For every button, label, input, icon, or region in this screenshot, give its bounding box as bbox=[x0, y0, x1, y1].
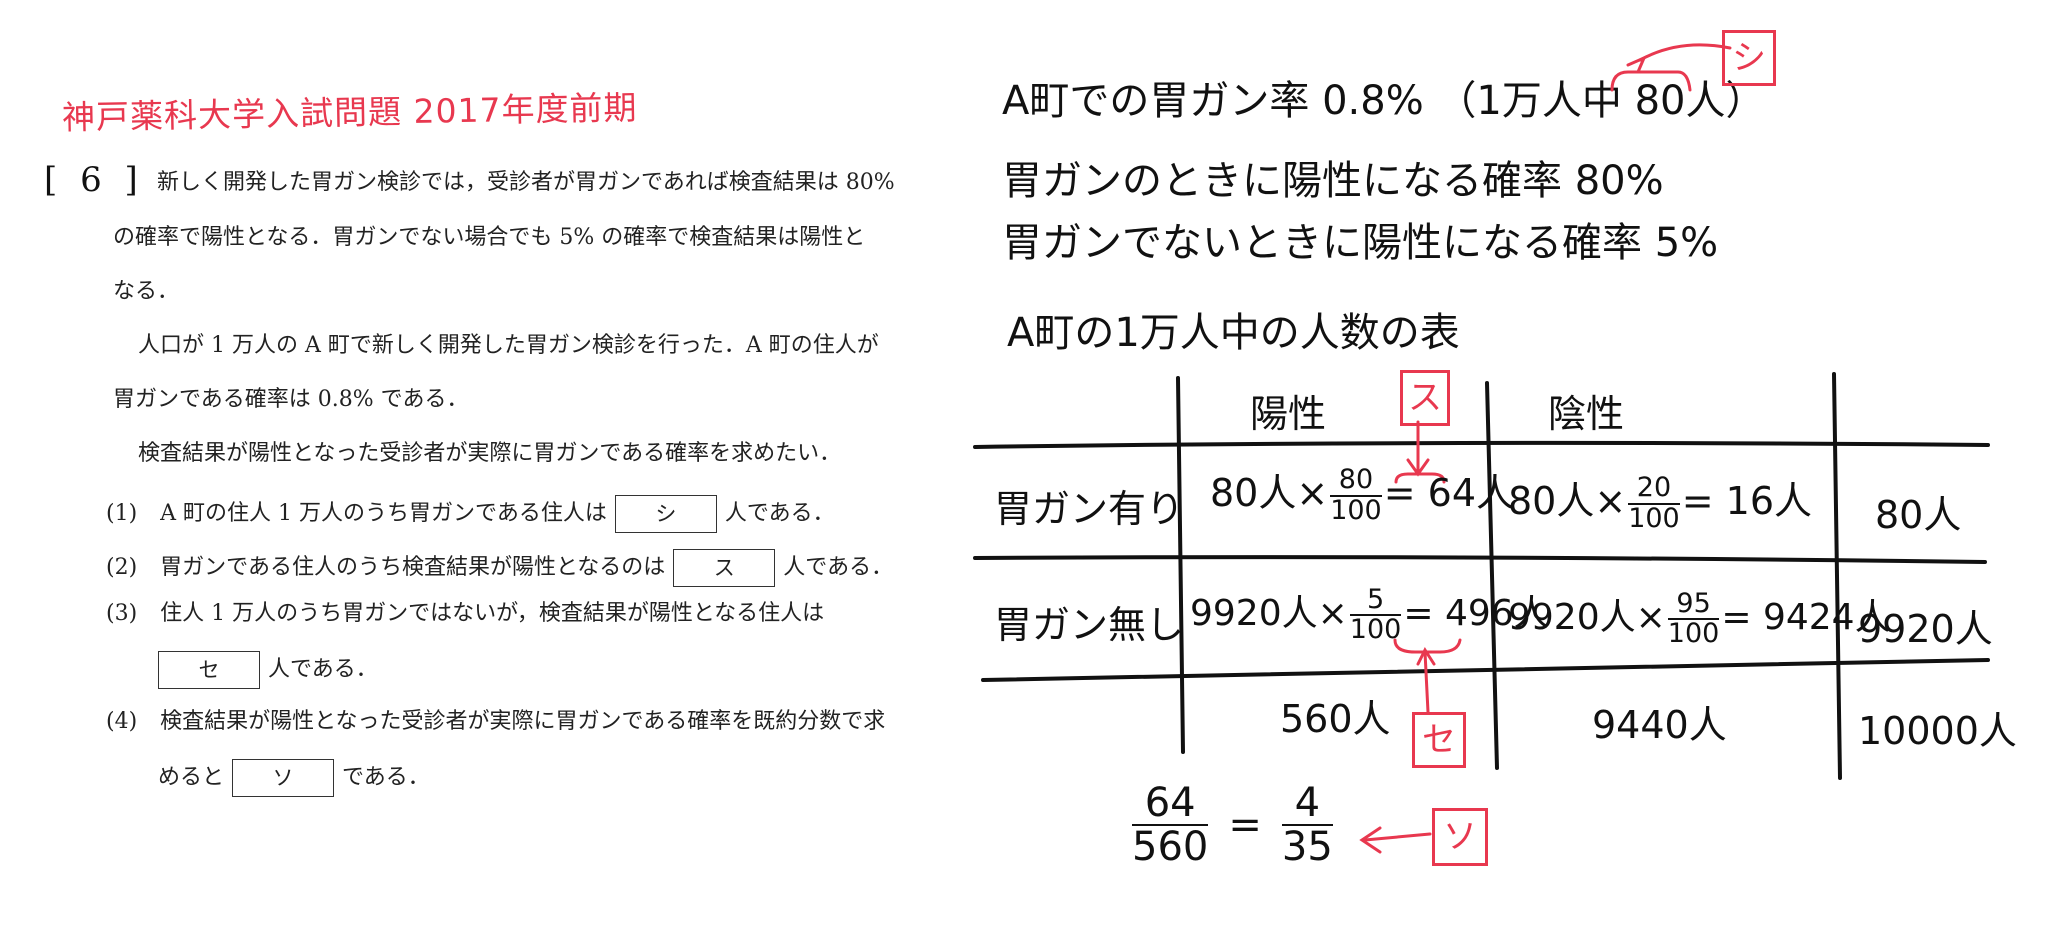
question-text: 人である． bbox=[724, 501, 835, 526]
note-positive-rate-cancer: 胃ガンのときに陽性になる確率 80% bbox=[1002, 158, 1664, 204]
tag-so: ソ bbox=[1432, 808, 1488, 866]
question-4-continued: めるとソである． bbox=[158, 759, 430, 797]
question-text: 人である． bbox=[268, 657, 378, 682]
denominator: 100 bbox=[1330, 494, 1382, 526]
answer-box-se: セ bbox=[158, 651, 260, 689]
numerator: 20 bbox=[1636, 472, 1672, 504]
numerator: 4 bbox=[1294, 780, 1321, 826]
note-cancer-rate: A町での胃ガン率 0.8% （1万人中 80人） bbox=[1002, 78, 1766, 124]
question-3: (3) 住人 1 万人のうち胃ガンではないが，検査結果が陽性となる住人は bbox=[106, 603, 824, 625]
question-text: 検査結果が陽性となった受診者が実際に胃ガンである確率を既約分数で求 bbox=[160, 709, 886, 734]
answer-box-shi: シ bbox=[614, 495, 717, 533]
question-number: (4) bbox=[106, 709, 138, 734]
table-title: A町の1万人中の人数の表 bbox=[1007, 310, 1460, 356]
cell-text: 9920人× bbox=[1190, 593, 1348, 634]
question-text: 住人 1 万人のうち胃ガンではないが，検査結果が陽性となる住人は bbox=[160, 601, 825, 626]
cell-text: 80人× bbox=[1210, 471, 1329, 515]
question-3-continued: セ人である． bbox=[150, 651, 378, 689]
question-4: (4) 検査結果が陽性となった受診者が実際に胃ガンである確率を既約分数で求 bbox=[106, 711, 885, 733]
question-text: 人である． bbox=[783, 555, 894, 580]
problem-text-line: 人口が 1 万人の A 町で新しく開発した胃ガン検診を行った．A 町の住人が bbox=[138, 333, 879, 358]
cell-text: 80人× bbox=[1508, 479, 1627, 523]
cell-text: = 496人 bbox=[1403, 593, 1550, 634]
tag-se: セ bbox=[1412, 712, 1466, 768]
row-label-no-cancer: 胃ガン無し bbox=[994, 603, 1185, 647]
cell-total-positive: 560人 bbox=[1280, 697, 1391, 741]
answer-box-so: ソ bbox=[232, 759, 335, 797]
denominator: 35 bbox=[1281, 824, 1333, 870]
question-number: (1) bbox=[106, 501, 138, 526]
problem-text-line: の確率で陽性となる．胃ガンでない場合でも 5% の確率で検査結果は陽性と bbox=[113, 225, 866, 250]
question-text: 胃ガンである住人のうち検査結果が陽性となるのは bbox=[160, 555, 666, 580]
denominator: 100 bbox=[1628, 502, 1680, 534]
answer-box-su: ス bbox=[673, 549, 776, 587]
numerator: 95 bbox=[1676, 587, 1711, 619]
col-header-positive: 陽性 bbox=[1250, 392, 1327, 436]
numerator: 5 bbox=[1366, 583, 1385, 615]
tag-shi: シ bbox=[1722, 30, 1776, 86]
cell-total-negative: 9440人 bbox=[1592, 703, 1727, 747]
denominator: 100 bbox=[1667, 618, 1720, 649]
cell-grand-total: 10000人 bbox=[1858, 709, 2017, 753]
denominator: 560 bbox=[1132, 824, 1209, 870]
problem-text-line: なる． bbox=[113, 279, 180, 304]
note-positive-rate-no-cancer: 胃ガンでないときに陽性になる確率 5% bbox=[1002, 220, 1719, 266]
problem-text-line: 胃ガンである確率は 0.8% である． bbox=[113, 387, 469, 412]
row-label-cancer: 胃ガン有り bbox=[994, 487, 1185, 531]
cell-text: = 64人 bbox=[1383, 471, 1515, 515]
question-text: A 町の住人 1 万人のうち胃ガンである住人は bbox=[160, 501, 607, 526]
tag-su: ス bbox=[1400, 370, 1450, 426]
question-2: (2) 胃ガンである住人のうち検査結果が陽性となるのはス人である． bbox=[106, 549, 893, 587]
col-header-negative: 陰性 bbox=[1548, 392, 1625, 436]
question-number: (2) bbox=[106, 555, 138, 580]
cell-text: = 16人 bbox=[1681, 479, 1813, 523]
denominator: 100 bbox=[1349, 614, 1402, 645]
question-text: である． bbox=[342, 765, 430, 790]
equals-sign: = bbox=[1228, 802, 1262, 848]
numerator: 80 bbox=[1338, 464, 1374, 496]
question-text: めると bbox=[158, 765, 225, 790]
cell-cancer-total: 80人 bbox=[1875, 493, 1962, 537]
cell-text: 9920人× bbox=[1508, 597, 1666, 638]
problem-text-line: 新しく開発した胃ガン検診では，受診者が胃ガンであれば検査結果は 80% bbox=[157, 170, 895, 195]
cell-text: = 9424人 bbox=[1721, 597, 1891, 638]
numerator: 64 bbox=[1144, 780, 1196, 826]
question-number: (3) bbox=[106, 601, 138, 626]
problem-number: [ 6 ] bbox=[44, 160, 144, 200]
question-1: (1) A 町の住人 1 万人のうち胃ガンである住人はシ人である． bbox=[106, 495, 835, 533]
cell-no-cancer-total: 9920人 bbox=[1858, 607, 1993, 651]
problem-text-line: 検査結果が陽性となった受診者が実際に胃ガンである確率を求めたい． bbox=[138, 441, 842, 466]
